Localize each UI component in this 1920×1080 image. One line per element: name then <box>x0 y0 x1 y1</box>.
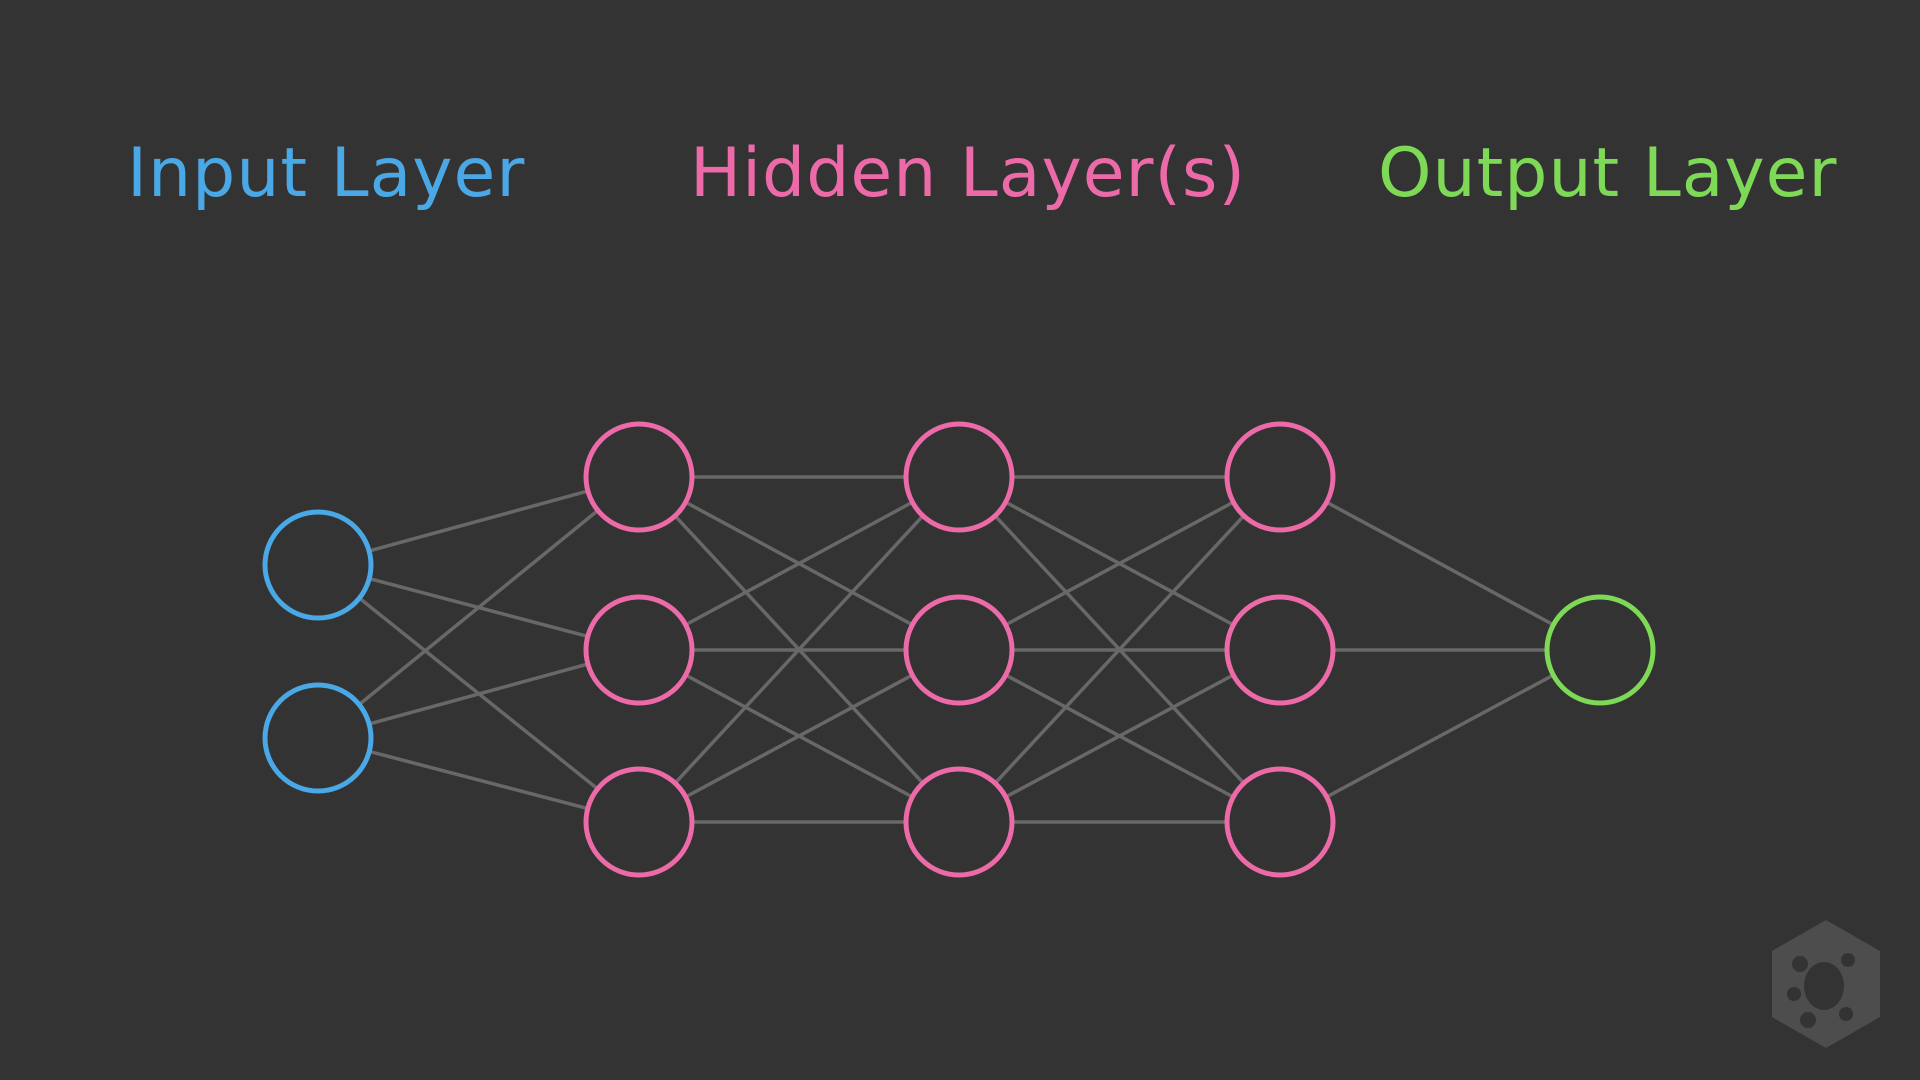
connection-hidden-2-2-to-hidden-3-1 <box>958 475 1281 652</box>
hidden-3-node-3 <box>1224 766 1336 878</box>
hidden-1-node-2 <box>583 594 695 706</box>
treehouse-frog-logo-icon <box>1772 920 1880 1048</box>
hidden-2-node-2 <box>903 594 1015 706</box>
hidden-3-node-1 <box>1224 421 1336 533</box>
connection-hidden-3-1-to-output-1 <box>1279 475 1601 652</box>
neurons <box>262 421 1656 878</box>
connection-hidden-1-3-to-hidden-2-2 <box>638 648 960 824</box>
connection-hidden-2-3-to-hidden-3-2 <box>958 648 1281 824</box>
connection-hidden-2-3-to-hidden-3-1 <box>957 475 1282 824</box>
input-layer-title: Input Layer <box>127 134 526 213</box>
connection-input-2-to-hidden-1-1 <box>316 475 641 740</box>
output-node-1 <box>1544 594 1656 706</box>
input-node-1 <box>262 509 374 621</box>
connection-hidden-1-3-to-hidden-2-1 <box>637 475 961 824</box>
input-node-2 <box>262 682 374 794</box>
hidden-2-node-1 <box>903 421 1015 533</box>
hidden-2-node-3 <box>903 766 1015 878</box>
hidden-1-node-3 <box>583 766 695 878</box>
hidden-1-node-1 <box>583 421 695 533</box>
connection-hidden-3-3-to-output-1 <box>1279 648 1601 824</box>
connection-hidden-1-2-to-hidden-2-1 <box>638 475 960 652</box>
hidden-layers-title: Hidden Layer(s) <box>690 134 1246 213</box>
output-layer-title: Output Layer <box>1378 134 1838 213</box>
hidden-3-node-2 <box>1224 594 1336 706</box>
